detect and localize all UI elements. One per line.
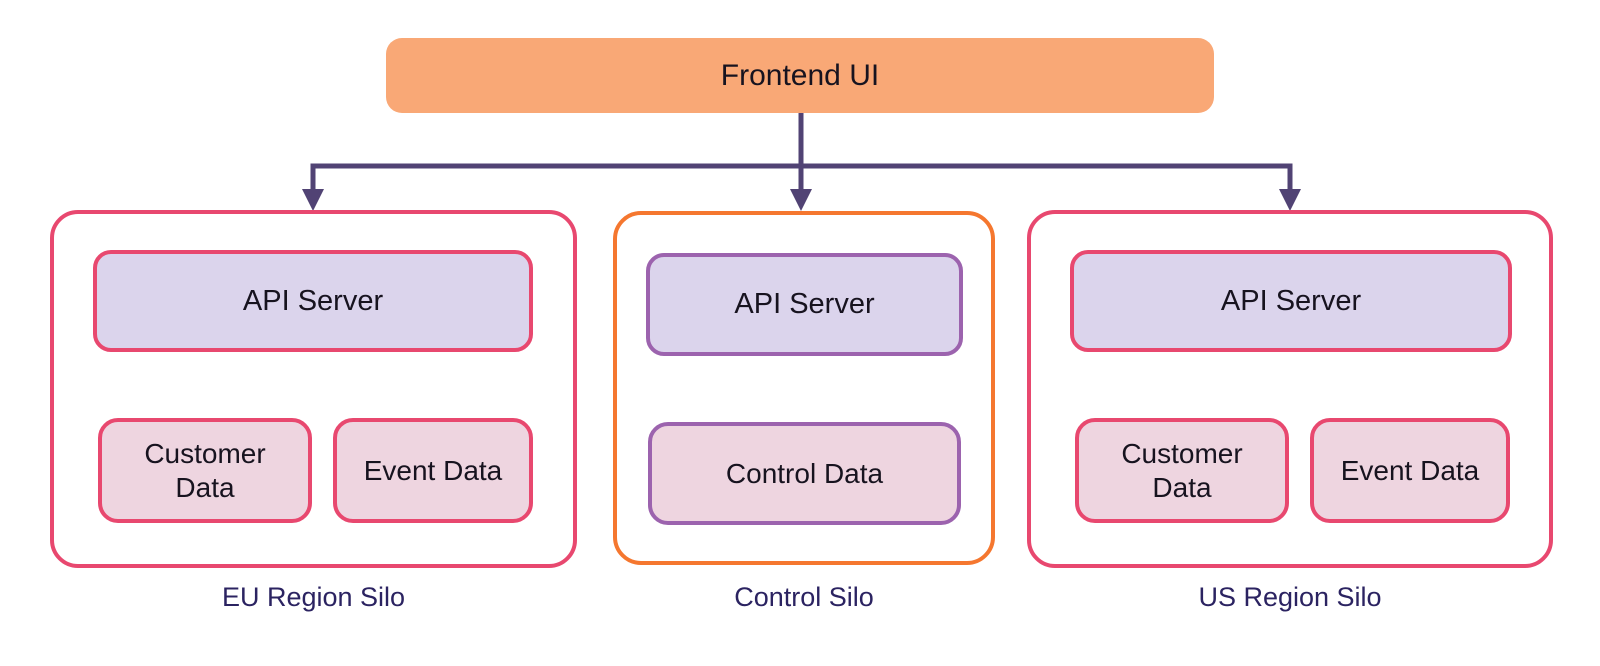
us-customer-data-node: Customer Data	[1075, 418, 1289, 523]
eu-customer-data-node: Customer Data	[98, 418, 312, 523]
us-event-data-node: Event Data	[1310, 418, 1510, 523]
arrowhead-to-eu-silo	[302, 189, 324, 211]
control-silo-caption: Control Silo	[734, 581, 874, 612]
connector-branch-bar	[310, 163, 1293, 190]
control-api-server-node: API Server	[646, 253, 963, 356]
eu-event-data-node: Event Data	[333, 418, 533, 523]
control-data-node: Control Data	[648, 422, 961, 525]
us-region-silo-caption: US Region Silo	[1198, 581, 1382, 612]
us-api-server-node: API Server	[1070, 250, 1512, 352]
eu-region-silo-caption: EU Region Silo	[221, 581, 406, 612]
arrowhead-to-control-silo	[790, 189, 812, 211]
frontend-ui-node: Frontend UI	[386, 38, 1214, 113]
eu-api-server-node: API Server	[93, 250, 533, 352]
arrowhead-to-us-silo	[1279, 189, 1301, 211]
